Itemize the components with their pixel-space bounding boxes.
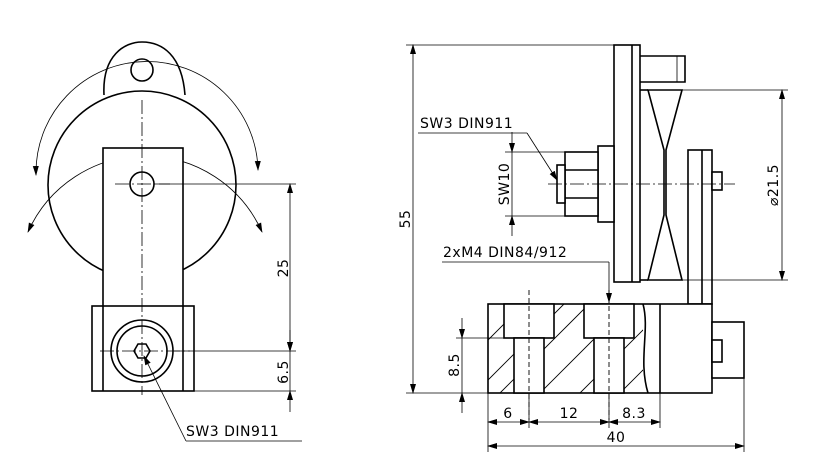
front-view: 25 6.5 SW3 DIN911: [27, 41, 302, 442]
callout-wrench: SW10: [497, 163, 513, 206]
callout-screw: SW3 DIN911: [420, 116, 513, 132]
lever-arm: [102, 147, 184, 309]
dim-arm-length: 25: [276, 259, 292, 278]
dim-wall: 8.3: [622, 406, 646, 422]
callout-nuts: 2xM4 DIN84/912: [443, 245, 567, 261]
base-plate: [91, 305, 195, 392]
dim-hole-spacing: 12: [560, 406, 579, 422]
mounting-lug: [103, 41, 186, 96]
dim-total-height: 55: [398, 210, 414, 229]
leader-screw: [526, 132, 558, 181]
callout-bolt: SW3 DIN911: [186, 424, 279, 440]
vertical-arm: [687, 149, 713, 305]
arm-pin: [711, 171, 723, 191]
dim-pulley-diameter: ⌀21.5: [766, 164, 782, 206]
lug-hole: [130, 58, 154, 82]
dim-hole1: 6: [503, 406, 512, 422]
dim-offset: 6.5: [276, 360, 292, 384]
break-line: [642, 303, 649, 394]
v-groove-pulley: [646, 89, 684, 281]
top-pin: [640, 55, 686, 83]
mount-plate: [613, 44, 641, 283]
leader-bolt: [143, 355, 187, 442]
dim-block-height: 8.5: [447, 353, 463, 377]
rotation-arrow-upper: [32, 61, 261, 176]
side-view: 55 SW10 SW3 DIN911 2xM4 DIN84/912 ⌀21.5 …: [398, 44, 788, 452]
dim-total-width: 40: [607, 430, 626, 446]
